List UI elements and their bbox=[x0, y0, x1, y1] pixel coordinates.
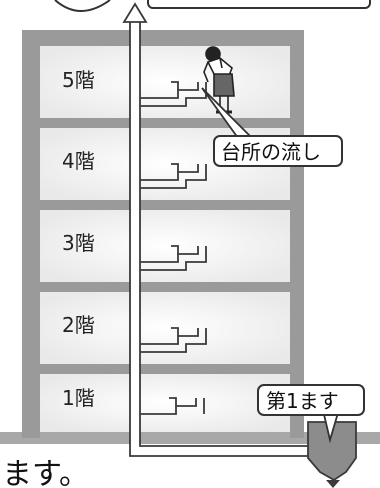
top-right-callout-fragment bbox=[147, 0, 371, 9]
branch-pipe-1 bbox=[140, 397, 205, 415]
floor-slab-3 bbox=[40, 282, 290, 292]
building-wall-right bbox=[290, 30, 304, 438]
bottom-caption-fragment: ます。 bbox=[2, 457, 89, 488]
branch-pipe-3 bbox=[140, 245, 207, 271]
floor-slab-5 bbox=[40, 118, 290, 128]
building-wall-left bbox=[22, 30, 40, 438]
first-basin bbox=[307, 421, 357, 488]
basin-callout-box bbox=[257, 384, 365, 416]
floor-label-5: 5階 bbox=[62, 68, 95, 92]
branch-pipe-4 bbox=[140, 163, 207, 189]
floor-label-4: 4階 bbox=[62, 149, 95, 173]
building-roof bbox=[22, 30, 304, 46]
sink-callout-box bbox=[213, 135, 343, 167]
ground-line bbox=[0, 432, 380, 444]
floor-label-2: 2階 bbox=[62, 313, 95, 337]
basin-callout-label: 第1ます bbox=[266, 389, 339, 413]
floor-slab-2 bbox=[40, 364, 290, 374]
branch-pipe-2 bbox=[140, 327, 207, 353]
person-icon bbox=[203, 46, 235, 114]
floor-label-1: 1階 bbox=[62, 386, 95, 410]
floor-interior-1 bbox=[40, 374, 290, 432]
top-left-callout-fragment bbox=[54, 0, 111, 12]
floor-slab-4 bbox=[40, 200, 290, 210]
floor-label-3: 3階 bbox=[62, 231, 95, 255]
sink-callout-label: 台所の流し bbox=[221, 140, 321, 164]
